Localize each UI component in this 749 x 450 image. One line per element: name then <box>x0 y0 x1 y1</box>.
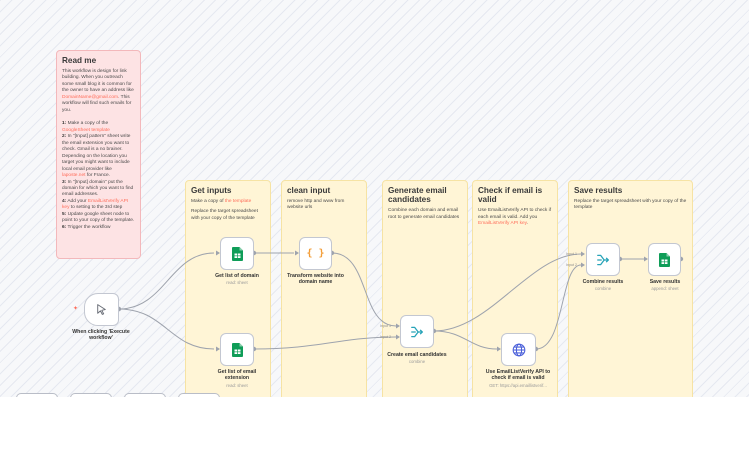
get-list-of-email-extension-node[interactable] <box>220 333 254 366</box>
generate-sticky-note[interactable]: Generate email candidates Combine each d… <box>382 180 468 397</box>
save-results-subtitle: append: sheet <box>651 286 679 291</box>
create-candidates-label: Create email candidates <box>387 352 447 358</box>
merge-icon <box>411 326 423 337</box>
connection-trigger-to-domain <box>118 252 215 310</box>
readme-intro: This workflow is design for link buildin… <box>62 69 134 113</box>
api-key-link[interactable]: EmailListVerify API key <box>478 220 527 226</box>
offscreen-node-3[interactable] <box>124 393 166 397</box>
connection-extension-to-create <box>253 336 397 350</box>
connection-create-to-combine <box>433 253 582 332</box>
readme-steps: 1: Make a copy of the GoogleSheet templa… <box>62 121 135 230</box>
readme-email-link[interactable]: DomainName@gmail.com <box>62 94 119 100</box>
offscreen-node-4[interactable] <box>178 393 220 397</box>
create-input-2-label: Input 2 <box>380 335 391 339</box>
verify-subtitle: GET: https://api.emaillistverif... <box>489 383 547 388</box>
check-valid-title: Check if email is valid <box>478 186 543 205</box>
workflow-canvas[interactable]: Read me This workflow is design for link… <box>0 0 749 397</box>
clean-input-sticky-note[interactable]: clean input remove http and www from web… <box>281 180 367 397</box>
offscreen-node-1[interactable] <box>16 393 58 397</box>
connection-create-to-verify <box>433 330 498 350</box>
transform-website-code-node[interactable]: { } <box>299 237 332 270</box>
verify-label: Use EmailListVerify API to check if emai… <box>485 369 551 382</box>
get-domain-label: Get list of domain <box>215 273 259 279</box>
offscreen-node-2[interactable] <box>70 393 112 397</box>
save-results-label: Save results <box>649 279 681 285</box>
save-results-sticky-note[interactable]: Save results Replace the target spreadsh… <box>568 180 693 397</box>
clean-input-title: clean input <box>287 186 331 195</box>
google-sheets-icon <box>231 342 243 357</box>
generate-title: Generate email candidates <box>388 186 447 205</box>
combine-input-1-label: Input 1 <box>566 252 577 256</box>
connection-trigger-to-extension <box>118 308 215 350</box>
google-sheets-icon <box>659 252 670 267</box>
get-domain-subtitle: read: sheet <box>226 280 248 285</box>
combine-results-subtitle: combine <box>594 286 612 291</box>
code-braces-icon: { } <box>306 248 325 259</box>
create-email-candidates-node[interactable] <box>400 315 434 348</box>
cursor-click-icon <box>97 304 106 315</box>
execute-workflow-trigger-node[interactable] <box>84 293 119 326</box>
readme-laposte-link[interactable]: laposte.net <box>62 173 86 179</box>
get-extension-subtitle: read: sheet <box>226 383 248 388</box>
connection-transform-to-create <box>331 252 397 327</box>
transform-label: Transform website into domain name <box>287 273 344 286</box>
readme-template-link[interactable]: GoogleSheet template <box>62 127 110 133</box>
clean-input-text: remove http and www from website urls <box>287 199 345 211</box>
save-results-text: Replace the target spreadsheet with your… <box>574 199 687 211</box>
save-results-title: Save results <box>574 186 623 195</box>
save-results-node[interactable] <box>648 243 681 276</box>
get-inputs-text: Make a copy of the template <box>191 199 252 205</box>
emaillistverify-http-node[interactable] <box>501 333 536 366</box>
combine-results-label: Combine results <box>582 279 624 285</box>
generate-text: Combine each domain and email root to ge… <box>388 208 460 220</box>
get-extension-label: Get list of email extension <box>217 369 257 382</box>
combine-input-2-label: Input 2 <box>566 263 577 267</box>
readme-api-key-link[interactable]: EmailListVerify API key <box>62 198 129 211</box>
get-inputs-title: Get inputs <box>191 186 232 195</box>
create-candidates-subtitle: combine <box>408 359 426 364</box>
get-list-of-domain-node[interactable] <box>220 237 254 270</box>
merge-icon <box>597 254 609 265</box>
connection-verify-to-combine <box>535 264 582 350</box>
readme-title: Read me <box>62 56 97 65</box>
blank-area <box>0 397 749 450</box>
globe-icon <box>512 343 525 356</box>
trigger-node-label: When clicking 'Execute workflow' <box>72 329 130 342</box>
create-input-1-label: Input 1 <box>380 324 391 328</box>
get-inputs-text-2: Replace the target spreadsheet with your… <box>191 209 258 221</box>
trigger-bolt-icon: ✦ <box>73 306 79 312</box>
check-valid-text: Use EmailListVerify API to check if each… <box>478 208 552 226</box>
google-sheets-icon <box>231 246 243 261</box>
readme-sticky-note[interactable]: Read me This workflow is design for link… <box>56 50 141 259</box>
template-link[interactable]: the template <box>224 199 252 205</box>
combine-results-node[interactable] <box>586 243 620 276</box>
